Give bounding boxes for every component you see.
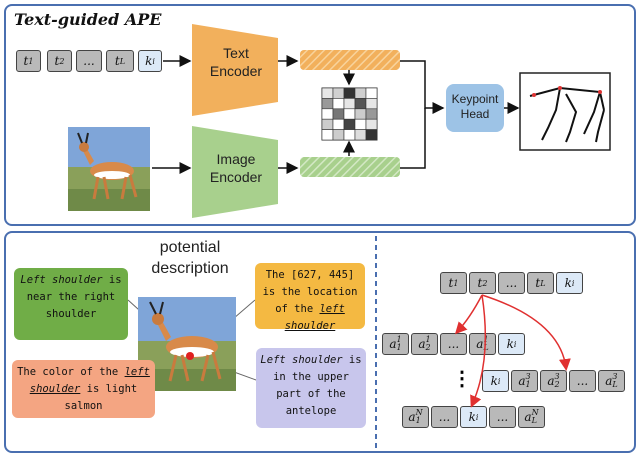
top-diagram xyxy=(152,24,611,218)
row4-ellipsis-1: ... xyxy=(431,406,458,428)
image-encoder-label: Image Encoder xyxy=(209,151,263,185)
row4-ellipsis-2: ... xyxy=(489,406,516,428)
pose-output xyxy=(519,72,611,151)
image-encoder-shape xyxy=(192,126,278,218)
bubble-orange: The [627, 445] is the location of the le… xyxy=(255,263,365,332)
text-encoder-shape xyxy=(192,24,278,116)
antelope-image xyxy=(68,127,150,211)
potential-description-label: potential description xyxy=(151,239,229,277)
vertical-dots: ⋮ xyxy=(452,368,472,390)
panel-title: Text-guided APE xyxy=(14,10,162,29)
row3-ellipsis: ... xyxy=(569,370,596,392)
bubble-green: Left shoulder is near the right shoulder xyxy=(14,268,128,340)
bubble-purple: Left shoulder is in the upper part of th… xyxy=(256,348,366,428)
bubble-salmon: The color of the left shoulder is light … xyxy=(12,360,155,418)
token-ellipsis: ... xyxy=(76,50,102,72)
similarity-matrix xyxy=(321,87,378,141)
text-feature-bar xyxy=(300,50,400,70)
image-feature-bar xyxy=(300,157,400,177)
text-encoder-label: Text Encoder xyxy=(209,45,263,79)
antelope-image-center xyxy=(138,297,236,391)
keypoint-head-label: Keypoint Head xyxy=(451,92,499,121)
keypoint-head-box xyxy=(446,84,504,132)
row2-ellipsis: ... xyxy=(440,333,467,355)
row1-ellipsis: ... xyxy=(498,272,525,294)
